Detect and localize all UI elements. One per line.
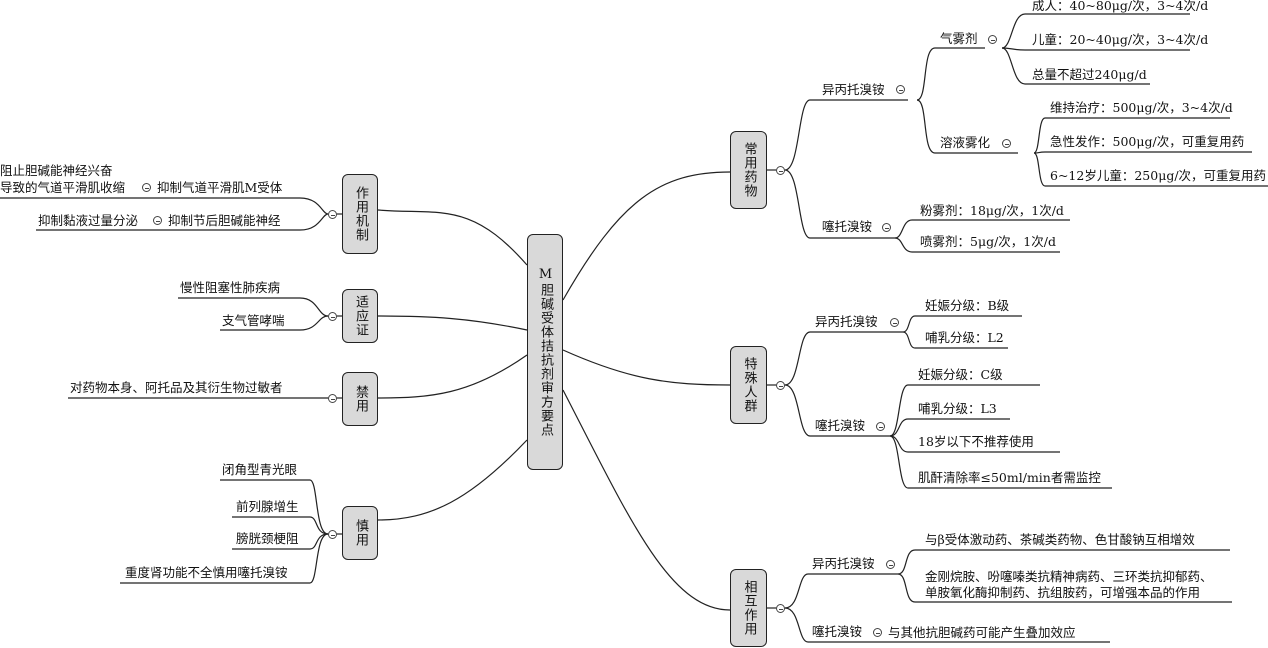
interaction-ipra-item-2-line1: 金刚烷胺、吩噻嗪类抗精神病药、三环类抗抑郁药、 bbox=[925, 569, 1213, 584]
interaction-ipra-item-1: 与β受体激动药、茶碱类药物、色甘酸钠互相增效 bbox=[925, 532, 1195, 547]
topic-special-population[interactable]: 特殊人群 bbox=[730, 346, 767, 424]
special-tio-label: 噻托溴铵 bbox=[815, 418, 866, 433]
collapse-interaction-ipra-icon[interactable] bbox=[886, 560, 895, 569]
interaction-ipra-label: 异丙托溴铵 bbox=[812, 556, 875, 571]
collapse-mechanism-icon[interactable] bbox=[328, 210, 337, 219]
tio-item-2: 喷雾剂：5μg/次，1次/d bbox=[920, 234, 1056, 249]
topic-indication-label: 适应证 bbox=[353, 295, 368, 337]
nebul-item-3: 6~12岁儿童：250μg/次，可重复用药 bbox=[1050, 168, 1267, 183]
interaction-tio-label: 噻托溴铵 bbox=[812, 624, 863, 639]
indication-item-1: 慢性阻塞性肺疾病 bbox=[180, 280, 281, 295]
mechanism-item-2-child: 抑制节后胆碱能神经 bbox=[168, 213, 281, 228]
common-ipra-label: 异丙托溴铵 bbox=[822, 82, 885, 97]
collapse-nebulization-icon[interactable] bbox=[1002, 139, 1011, 148]
special-tio-item-3: 18岁以下不推荐使用 bbox=[918, 434, 1034, 449]
special-ipra-label: 异丙托溴铵 bbox=[815, 314, 878, 329]
collapse-common-tio-icon[interactable] bbox=[882, 223, 891, 232]
mechanism-item-2: 抑制黏液过量分泌 bbox=[38, 213, 139, 228]
caution-item-3: 膀胱颈梗阻 bbox=[236, 531, 299, 546]
topic-mechanism-label: 作用机制 bbox=[353, 186, 368, 242]
interaction-ipra-item-2-line2: 单胺氧化酶抑制药、抗组胺药，可增强本品的作用 bbox=[925, 585, 1201, 600]
topic-contraindication[interactable]: 禁用 bbox=[342, 372, 378, 426]
central-topic-label: M胆碱受体拮抗剂审方要点 bbox=[538, 267, 553, 437]
collapse-mechanism-item-2-icon[interactable] bbox=[153, 216, 162, 225]
topic-mechanism[interactable]: 作用机制 bbox=[342, 174, 378, 254]
contraindication-item-1: 对药物本身、阿托品及其衍生物过敏者 bbox=[70, 380, 283, 395]
caution-item-2: 前列腺增生 bbox=[236, 499, 299, 514]
common-tio-label: 噻托溴铵 bbox=[822, 219, 873, 234]
topic-common-drugs[interactable]: 常用药物 bbox=[730, 131, 767, 209]
special-tio-item-2: 哺乳分级：L3 bbox=[918, 401, 997, 416]
topic-indication[interactable]: 适应证 bbox=[342, 289, 378, 343]
topic-caution-label: 慎用 bbox=[353, 519, 368, 547]
special-tio-item-1: 妊娠分级：C级 bbox=[918, 367, 1003, 382]
collapse-contraindication-icon[interactable] bbox=[328, 394, 337, 403]
mechanism-item-1-line1: 阻止胆碱能神经兴奋 bbox=[0, 163, 113, 178]
nebul-item-1: 维持治疗：500μg/次，3~4次/d bbox=[1050, 100, 1233, 115]
special-tio-item-4: 肌酐清除率≤50ml/min者需监控 bbox=[918, 470, 1101, 485]
topic-interaction[interactable]: 相互作用 bbox=[730, 569, 767, 647]
topic-common-drugs-label: 常用药物 bbox=[741, 142, 757, 198]
collapse-mechanism-item-1-icon[interactable] bbox=[142, 183, 151, 192]
aerosol-label: 气雾剂 bbox=[940, 31, 978, 46]
collapse-special-ipra-icon[interactable] bbox=[890, 318, 899, 327]
collapse-common-ipra-icon[interactable] bbox=[896, 85, 905, 94]
aerosol-item-3: 总量不超过240μg/d bbox=[1032, 67, 1147, 82]
tio-item-1: 粉雾剂：18μg/次，1次/d bbox=[920, 203, 1064, 218]
topic-contraindication-label: 禁用 bbox=[353, 385, 368, 413]
nebulization-label: 溶液雾化 bbox=[940, 135, 991, 150]
aerosol-item-1: 成人：40~80μg/次，3~4次/d bbox=[1032, 0, 1209, 13]
aerosol-item-2: 儿童：20~40μg/次，3~4次/d bbox=[1032, 32, 1209, 47]
mechanism-item-1-child: 抑制气道平滑肌M受体 bbox=[157, 180, 283, 195]
collapse-indication-icon[interactable] bbox=[328, 312, 337, 321]
collapse-aerosol-icon[interactable] bbox=[988, 35, 997, 44]
special-ipra-item-1: 妊娠分级：B级 bbox=[925, 298, 1010, 313]
collapse-interaction-tio-icon[interactable] bbox=[873, 628, 882, 637]
topic-special-population-label: 特殊人群 bbox=[741, 357, 757, 413]
central-topic[interactable]: M胆碱受体拮抗剂审方要点 bbox=[527, 234, 563, 470]
collapse-special-population-icon[interactable] bbox=[776, 381, 785, 390]
collapse-caution-icon[interactable] bbox=[328, 530, 337, 539]
topic-interaction-label: 相互作用 bbox=[741, 580, 757, 636]
collapse-interaction-icon[interactable] bbox=[776, 604, 785, 613]
collapse-common-drugs-icon[interactable] bbox=[776, 166, 785, 175]
indication-item-2: 支气管哮喘 bbox=[222, 313, 285, 328]
caution-item-4: 重度肾功能不全慎用噻托溴铵 bbox=[125, 565, 288, 580]
collapse-special-tio-icon[interactable] bbox=[876, 422, 885, 431]
special-ipra-item-2: 哺乳分级：L2 bbox=[925, 330, 1004, 345]
caution-item-1: 闭角型青光眼 bbox=[222, 462, 298, 477]
topic-caution[interactable]: 慎用 bbox=[342, 506, 378, 560]
mechanism-item-1-line2: 导致的气道平滑肌收缩 bbox=[0, 180, 126, 195]
interaction-tio-item: 与其他抗胆碱药可能产生叠加效应 bbox=[888, 625, 1076, 640]
nebul-item-2: 急性发作：500μg/次，可重复用药 bbox=[1050, 134, 1245, 149]
